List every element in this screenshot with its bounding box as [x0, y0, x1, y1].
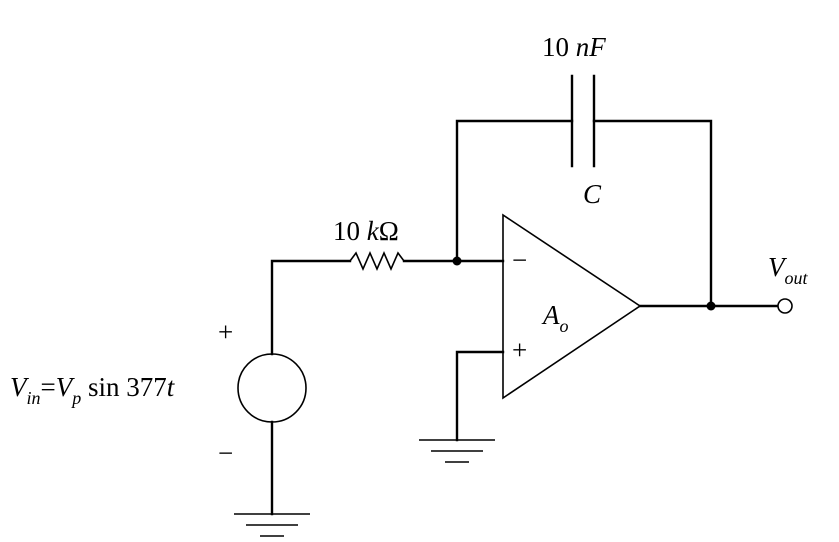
resistor-symbol — [349, 251, 405, 271]
opamp-inverting-sign: − — [512, 245, 527, 275]
opamp-gain-label: Ao — [541, 300, 569, 336]
resistor-value-unit: Ω — [379, 216, 399, 246]
source-equals: = — [41, 372, 56, 402]
output-label: Vout — [768, 252, 809, 288]
source-equation-label: Vin=Vp sin 377t — [10, 372, 176, 408]
noninverting-ground-wire — [455, 350, 505, 442]
source-in-subscript: in — [27, 388, 41, 408]
capacitor-value-unit: nF — [576, 32, 607, 62]
junction-node-output — [706, 301, 716, 311]
source-v-symbol: V — [10, 372, 30, 402]
opamp-gain-subscript: o — [560, 316, 569, 336]
opamp-gain-symbol: A — [541, 300, 560, 330]
capacitor-value-label: 10 nF — [542, 32, 606, 62]
capacitor-name-label: C — [583, 179, 602, 209]
voltage-source-symbol — [237, 353, 307, 423]
feedback-wire-right — [592, 119, 713, 308]
ground-symbol-opamp — [419, 439, 495, 463]
source-t-variable: t — [167, 372, 176, 402]
opamp-triangle — [502, 213, 642, 400]
resistor-value-label: 10 kΩ — [333, 216, 399, 246]
source-p-subscript: p — [70, 388, 81, 408]
input-wire-left — [270, 259, 352, 356]
output-subscript: out — [785, 268, 809, 288]
output-symbol: V — [768, 252, 788, 282]
capacitor-feedback-branch — [455, 119, 713, 308]
capacitor-symbol — [570, 74, 596, 168]
ground-symbol-source — [234, 513, 310, 537]
source-minus-sign: − — [218, 438, 233, 468]
opamp-noninverting-sign: + — [512, 335, 527, 365]
source-vp-symbol: V — [56, 372, 76, 402]
source-plus-sign: + — [218, 317, 233, 347]
input-branch — [270, 251, 505, 356]
resistor-value-prefix: k — [367, 216, 380, 246]
capacitor-value-number: 10 — [542, 32, 569, 62]
junction-node-inverting — [452, 256, 462, 266]
output-terminal — [777, 298, 793, 314]
feedback-wire-left — [455, 119, 574, 263]
resistor-value-number: 10 — [333, 216, 360, 246]
source-function: sin 377 — [81, 372, 167, 402]
